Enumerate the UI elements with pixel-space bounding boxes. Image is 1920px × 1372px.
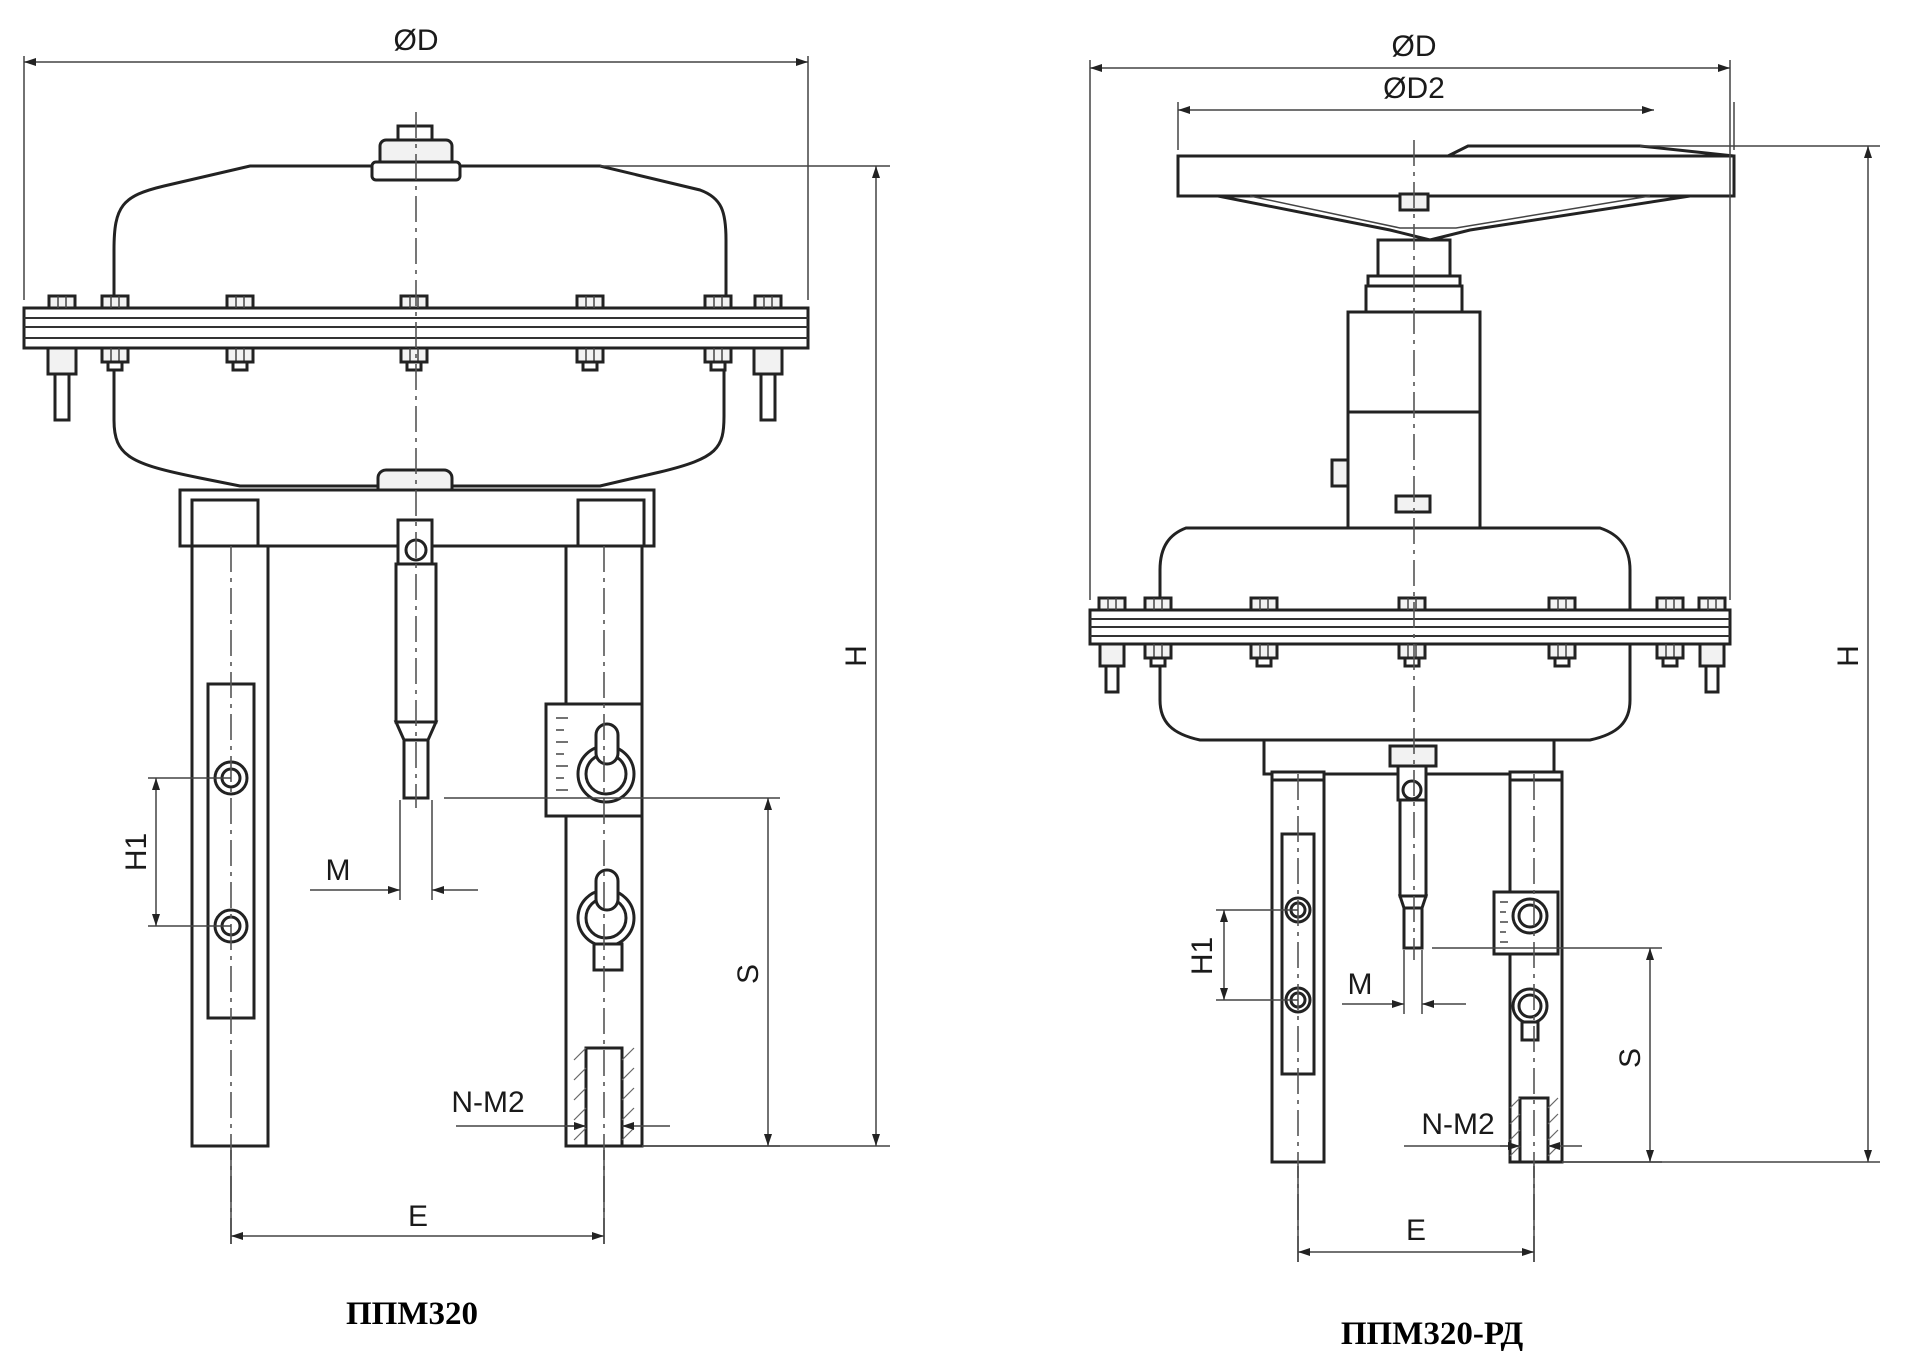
dim-label-h1-rd: H1 (1186, 937, 1219, 975)
caption-right: ППМ320-РД (1341, 1316, 1524, 1352)
lower-cover-rd (1158, 642, 1632, 742)
dim-label-thread: N-M2 (451, 1086, 524, 1119)
dim-label-s-rd: S (1614, 1048, 1647, 1068)
flange-bolts-rd (1097, 596, 1727, 694)
dim-label-thread-rd: N-M2 (1421, 1108, 1494, 1141)
dim-label-d-rd: ØD (1392, 30, 1437, 63)
caption-left: ППМ320 (346, 1296, 478, 1332)
left-actuator-view: ØD H H1 M S N-M2 E ППМ320 (22, 24, 890, 1332)
stroke-indicator-rd (1492, 890, 1560, 1042)
dim-label-h1: H1 (120, 833, 153, 871)
dim-label-m: M (326, 854, 351, 887)
flange-bolts (46, 294, 784, 422)
stem-rd (1396, 764, 1429, 950)
right-actuator-view: ØD ØD2 H H1 M S N-M2 E (1088, 30, 1880, 1352)
dim-label-e: E (408, 1200, 428, 1233)
upper-cover-rd (1158, 526, 1632, 612)
threaded-hole-rd (1509, 1096, 1559, 1164)
dim-label-h: H (840, 645, 873, 667)
dim-label-h-rd: H (1832, 645, 1865, 667)
dim-label-e-rd: E (1406, 1214, 1426, 1247)
stem (393, 518, 439, 800)
dim-label-d: ØD (394, 24, 439, 57)
dim-label-s: S (732, 964, 765, 984)
dim-label-d2-rd: ØD2 (1383, 72, 1445, 105)
dim-label-m-rd: M (1348, 968, 1373, 1001)
upper-cover (112, 164, 728, 310)
handwheel (1176, 144, 1736, 242)
manual-override (1330, 238, 1482, 530)
